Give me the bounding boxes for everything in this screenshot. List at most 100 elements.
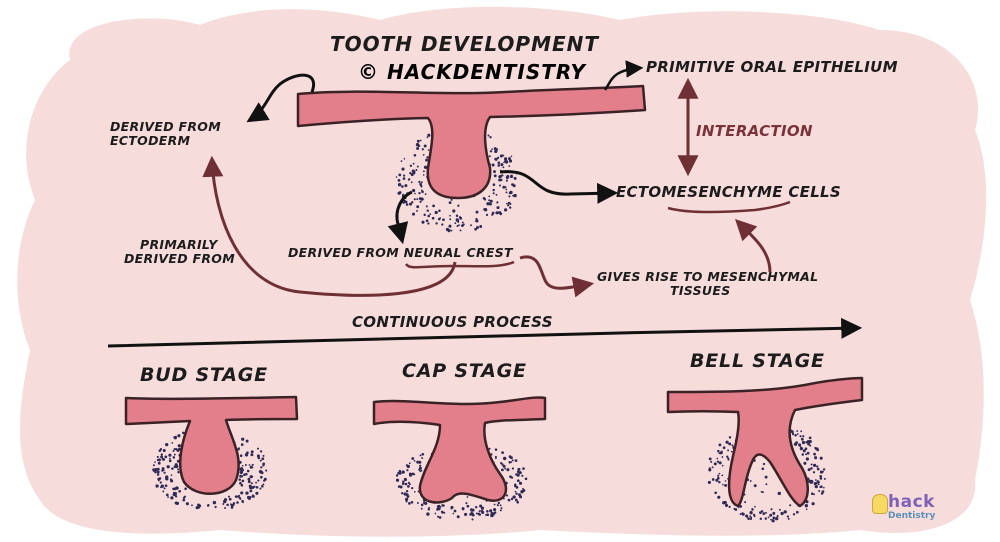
- mesenchyme-cell-dot: [456, 515, 460, 519]
- mesenchyme-cell-dot: [804, 504, 808, 508]
- mesenchyme-cell-dot: [172, 487, 175, 491]
- mesenchyme-cell-dot: [426, 512, 430, 516]
- mesenchyme-cell-dot: [764, 517, 768, 520]
- mesenchyme-cell-dot: [246, 469, 250, 473]
- mesenchyme-cell-dot: [809, 444, 812, 447]
- mesenchyme-cell-dot: [813, 481, 817, 486]
- mesenchyme-cell-dot: [411, 201, 414, 204]
- mesenchyme-cell-dot: [817, 483, 820, 486]
- mesenchyme-cell-dot: [510, 155, 513, 158]
- mesenchyme-cell-dot: [247, 480, 251, 484]
- mesenchyme-cell-dot: [159, 481, 162, 484]
- mesenchyme-cell-dot: [156, 470, 160, 474]
- mesenchyme-cell-dot: [409, 171, 412, 175]
- mesenchyme-cell-dot: [423, 144, 427, 148]
- mesenchyme-cell-dot: [251, 475, 254, 478]
- mesenchyme-cell-dot: [423, 165, 428, 169]
- mesenchyme-cell-dot: [402, 480, 405, 483]
- mesenchyme-cell-dot: [173, 447, 176, 451]
- mesenchyme-cell-dot: [496, 504, 499, 507]
- mesenchyme-cell-dot: [398, 173, 402, 177]
- mesenchyme-cell-dot: [438, 209, 441, 212]
- mesenchyme-cell-dot: [492, 192, 495, 195]
- mesenchyme-cell-dot: [224, 507, 227, 509]
- mesenchyme-cell-dot: [425, 158, 429, 162]
- mesenchyme-cell-dot: [437, 515, 440, 518]
- mesenchyme-cell-dot: [800, 437, 804, 441]
- mesenchyme-cell-dot: [461, 221, 464, 224]
- mesenchyme-cell-dot: [498, 211, 502, 215]
- mesenchyme-cell-dot: [491, 163, 495, 167]
- mesenchyme-cell-dot: [509, 202, 512, 206]
- mesenchyme-cell-dot: [425, 219, 429, 223]
- mesenchyme-cell-dot: [157, 479, 160, 482]
- mesenchyme-cell-dot: [508, 206, 512, 209]
- mesenchyme-cell-dot: [241, 479, 245, 483]
- mesenchyme-cell-dot: [419, 454, 422, 457]
- mesenchyme-cell-dot: [812, 471, 816, 474]
- mesenchyme-cell-dot: [253, 485, 256, 488]
- mesenchyme-cell-dot: [816, 467, 820, 471]
- ectomesenchyme-bracket: [667, 200, 791, 214]
- mesenchyme-cell-dot: [728, 442, 732, 446]
- mesenchyme-cell-dot: [154, 470, 157, 474]
- mesenchyme-cell-dot: [500, 163, 504, 167]
- mesenchyme-cell-dot: [177, 468, 180, 471]
- arrow-gives-rise: [519, 255, 595, 298]
- mesenchyme-cell-dot: [810, 492, 814, 496]
- mesenchyme-cell-dot: [161, 469, 164, 472]
- mesenchyme-cell-dot: [731, 444, 734, 447]
- mesenchyme-cell-dot: [152, 464, 155, 467]
- mesenchyme-cell-dot: [493, 503, 496, 506]
- mesenchyme-cell-dot: [783, 510, 787, 514]
- mesenchyme-cell-dot: [483, 208, 486, 211]
- mesenchyme-cell-dot: [406, 469, 409, 472]
- mesenchyme-cell-dot: [415, 168, 418, 172]
- mesenchyme-cell-dot: [409, 202, 412, 206]
- mesenchyme-cell-dot: [512, 194, 515, 197]
- mesenchyme-cell-dot: [416, 502, 419, 504]
- mesenchyme-cell-dot: [776, 515, 779, 518]
- mesenchyme-cell-dot: [158, 449, 162, 452]
- mesenchyme-cell-dot: [407, 481, 410, 484]
- mesenchyme-cell-dot: [486, 513, 490, 517]
- mesenchyme-cell-dot: [206, 504, 210, 507]
- mesenchyme-cell-dot: [410, 181, 413, 184]
- mesenchyme-cell-dot: [512, 184, 516, 188]
- mesenchyme-cell-dot: [515, 492, 518, 495]
- mesenchyme-cell-dot: [401, 492, 404, 495]
- mesenchyme-cell-dot: [398, 469, 402, 473]
- mesenchyme-cell-dot: [714, 491, 718, 495]
- mesenchyme-cell-dot: [422, 170, 425, 173]
- mesenchyme-cell-dot: [152, 469, 156, 472]
- mesenchyme-cell-dot: [237, 494, 241, 497]
- mesenchyme-cell-dot: [727, 449, 730, 452]
- lightbulb-icon: [872, 494, 888, 514]
- mesenchyme-cell-dot: [760, 510, 764, 513]
- mesenchyme-cell-dot: [177, 434, 181, 438]
- mesenchyme-cell-dot: [516, 473, 520, 477]
- mesenchyme-cell-dot: [195, 506, 199, 510]
- mesenchyme-cell-dot: [411, 486, 414, 490]
- mesenchyme-cell-dot: [814, 446, 817, 449]
- mesenchyme-cell-dot: [257, 456, 261, 460]
- mesenchyme-cell-dot: [749, 517, 753, 521]
- mesenchyme-cell-dot: [438, 516, 442, 519]
- mesenchyme-cell-dot: [808, 436, 812, 440]
- mesenchyme-cell-dot: [753, 515, 756, 518]
- mesenchyme-cell-dot: [761, 467, 765, 471]
- mesenchyme-cell-dot: [507, 498, 511, 502]
- cap-stage-shape: [372, 396, 547, 504]
- mesenchyme-cell-dot: [405, 203, 409, 206]
- mesenchyme-cell-dot: [465, 502, 468, 505]
- mesenchyme-cell-dot: [154, 468, 158, 472]
- mesenchyme-cell-dot: [478, 510, 481, 513]
- logo-text-bottom: Dentistry: [888, 511, 936, 521]
- mesenchyme-cell-dot: [464, 512, 468, 516]
- mesenchyme-cell-dot: [516, 500, 519, 504]
- mesenchyme-cell-dot: [227, 495, 231, 498]
- mesenchyme-cell-dot: [718, 472, 721, 475]
- mesenchyme-cell-dot: [514, 483, 517, 487]
- mesenchyme-cell-dot: [398, 191, 402, 194]
- mesenchyme-cell-dot: [747, 517, 750, 520]
